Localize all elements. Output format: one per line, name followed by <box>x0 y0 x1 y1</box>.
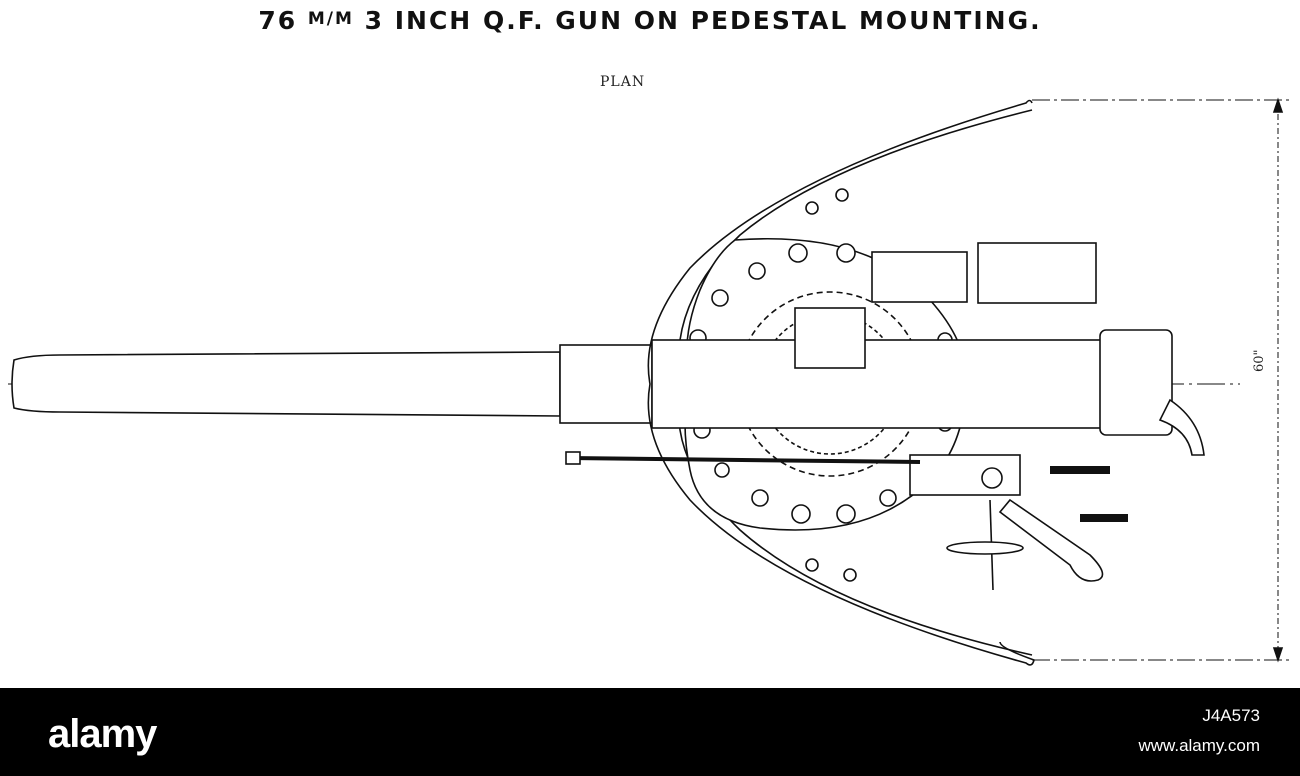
watermark-logo: alamy <box>48 712 157 756</box>
dimension-arrow-top <box>1272 97 1284 113</box>
title-unit: M/M <box>307 9 354 29</box>
drawing-area: 76 M/M 3 INCH Q.F. GUN ON PEDESTAL MOUNT… <box>0 6 1300 666</box>
gun-barrel <box>11 351 561 417</box>
breech-block <box>1099 329 1173 436</box>
dimension-label: 60" <box>1252 349 1267 372</box>
sight-bracket <box>871 251 968 303</box>
sight-box <box>977 242 1097 304</box>
handwheel-hub <box>981 467 1003 489</box>
gun-plan-drawing <box>8 97 1290 666</box>
shoulder-piece <box>998 498 1104 582</box>
dimension-arrow-bottom <box>1272 647 1284 663</box>
rod-end <box>565 451 581 465</box>
image-id: J4A573 <box>1202 706 1260 725</box>
breech-lever <box>1158 398 1205 456</box>
gun-shield-outer <box>647 99 1035 666</box>
title-text: 3 INCH Q.F. GUN ON PEDESTAL MOUNTING. <box>353 6 1042 35</box>
training-rod <box>567 456 921 464</box>
diagram-title: 76 M/M 3 INCH Q.F. GUN ON PEDESTAL MOUNT… <box>0 6 1300 35</box>
trunnion-block <box>794 307 866 369</box>
handwheel <box>946 541 1024 555</box>
view-label: PLAN <box>600 74 646 90</box>
site-url: www.alamy.com <box>1138 736 1260 755</box>
watermark-bar: alamy J4A573 www.alamy.com <box>0 688 1300 776</box>
title-number: 76 <box>258 6 308 35</box>
barrel-jacket <box>559 344 653 424</box>
elevating-gear <box>909 454 1021 496</box>
gun-cradle <box>651 339 1133 429</box>
